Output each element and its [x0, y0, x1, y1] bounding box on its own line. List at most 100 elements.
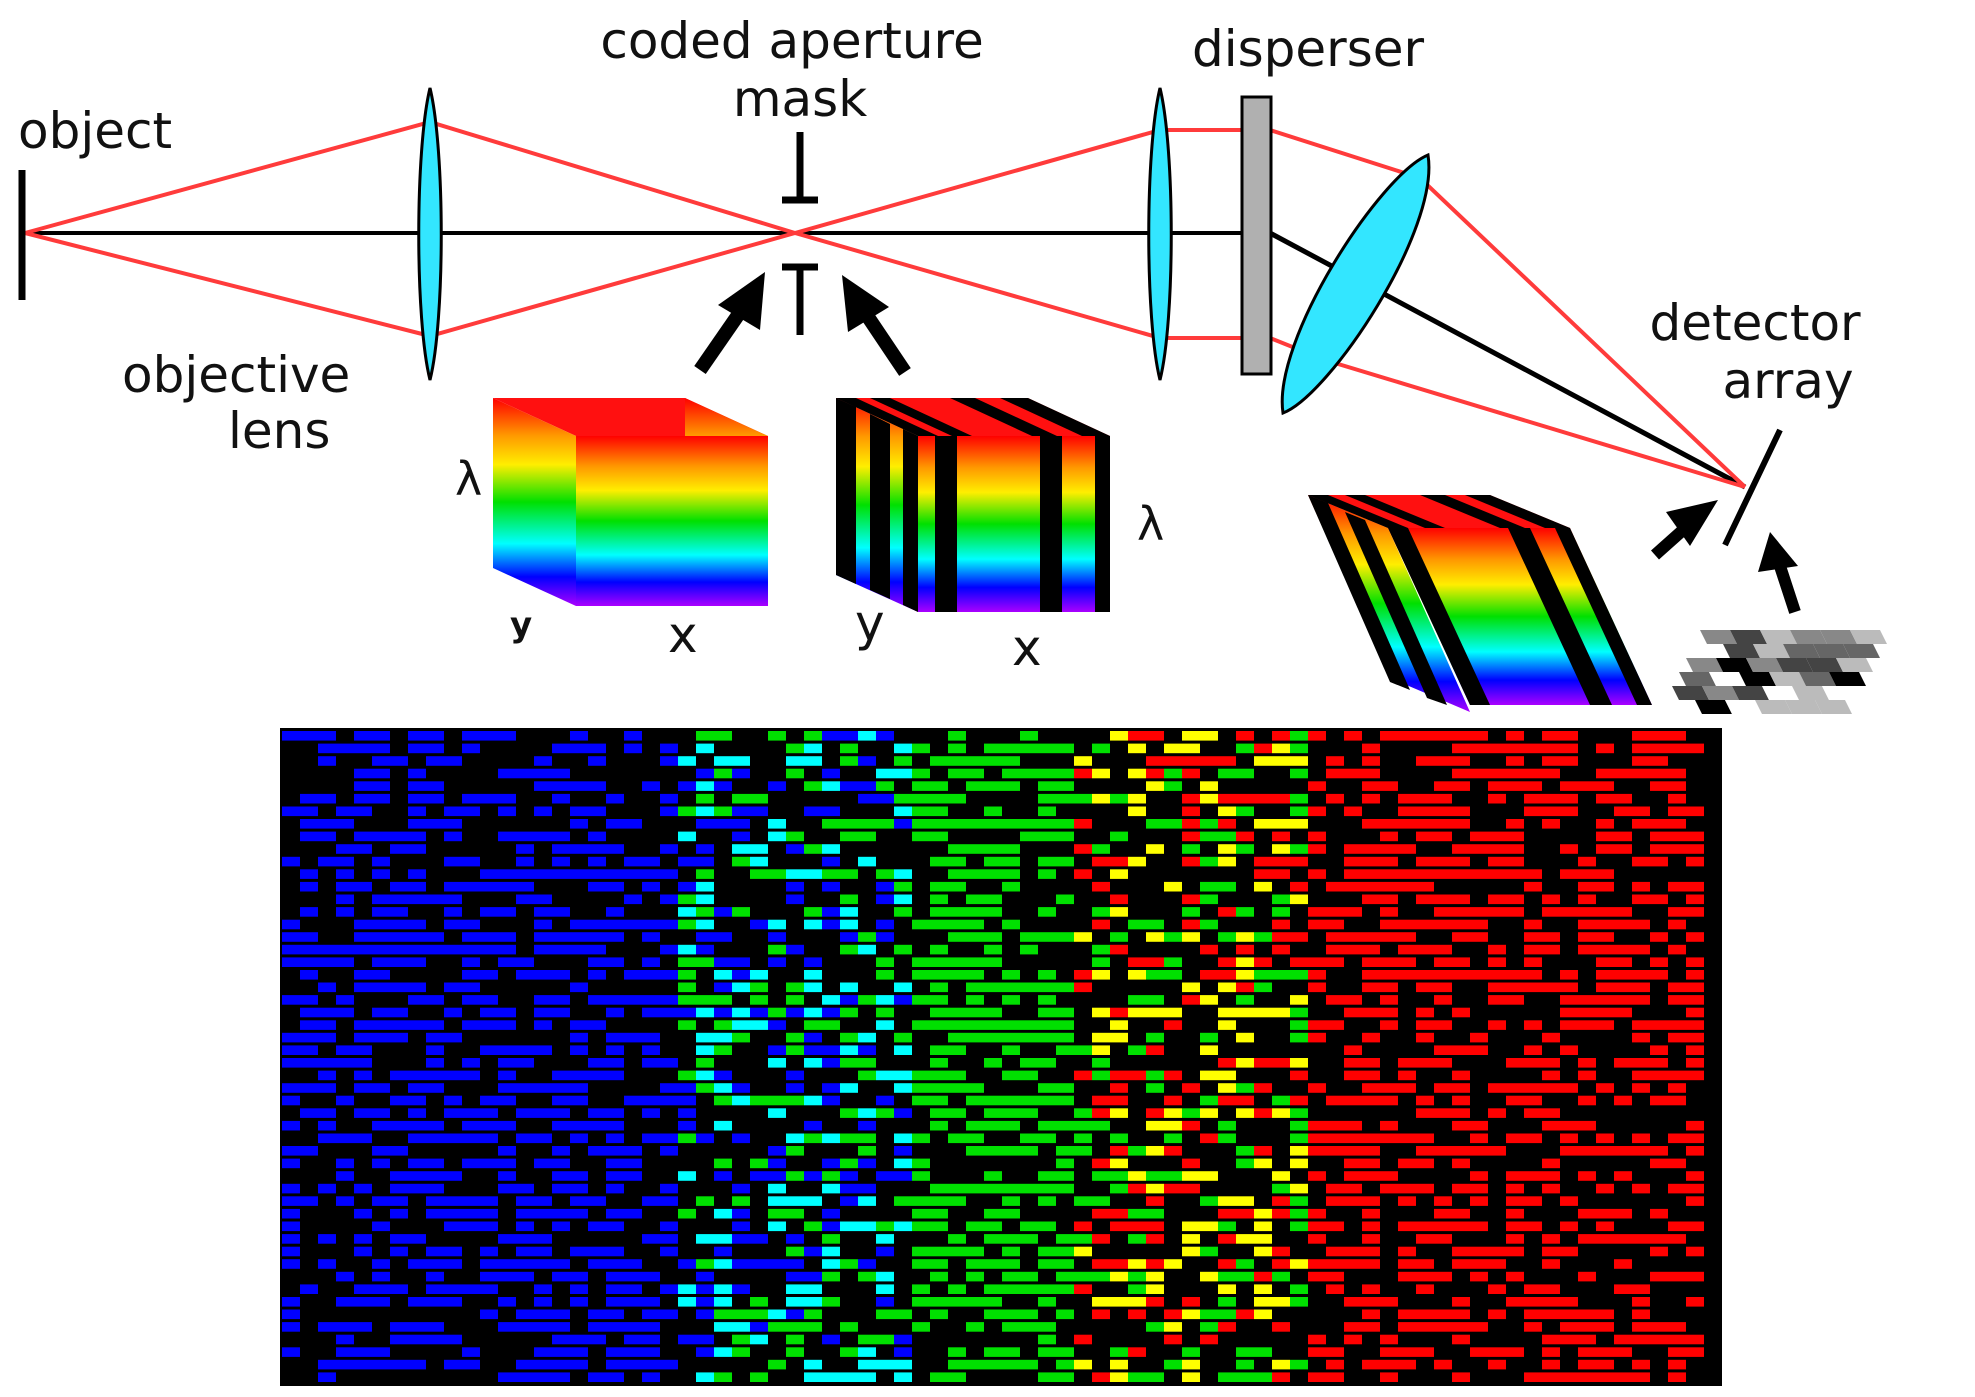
detector-pixel: [1002, 756, 1020, 766]
detector-pixel: [354, 1246, 372, 1257]
detector-pixel: [1164, 1120, 1182, 1131]
detector-pixel: [588, 1334, 606, 1345]
detector-pixel: [840, 731, 858, 741]
detector-pixel: [1380, 1133, 1398, 1144]
detector-pixel: [1578, 1359, 1596, 1370]
detector-pixel: [1380, 731, 1398, 741]
detector-pixel: [930, 982, 948, 993]
detector-pixel: [1686, 1183, 1704, 1194]
detector-pixel: [786, 844, 804, 854]
detector-pixel: [318, 831, 336, 842]
detector-pixel: [1398, 819, 1416, 829]
detector-pixel: [1614, 1284, 1632, 1294]
detector-pixel: [372, 781, 390, 791]
detector-pixel: [1290, 957, 1308, 967]
detector-pixel: [1182, 731, 1200, 741]
detector-pixel: [696, 932, 714, 942]
detector-pixel: [1524, 1058, 1542, 1068]
detector-pixel: [1452, 1221, 1470, 1232]
detector-pixel: [354, 932, 372, 942]
detector-pixel: [606, 1221, 624, 1232]
detector-pixel: [1560, 731, 1578, 741]
detector-pixel: [1398, 1133, 1416, 1144]
detector-pixel: [966, 1297, 984, 1307]
detector-pixel: [660, 1083, 678, 1093]
detector-pixel: [1362, 1007, 1380, 1018]
detector-pixel: [426, 1032, 444, 1043]
detector-pixel: [1434, 793, 1452, 804]
detector-pixel: [804, 1284, 822, 1294]
detector-pixel: [1542, 1158, 1560, 1169]
detector-pixel: [1218, 793, 1236, 804]
detector-pixel: [1488, 1284, 1506, 1294]
detector-pixel: [588, 743, 606, 754]
detector-pixel: [390, 919, 408, 930]
detector-pixel: [462, 1058, 480, 1068]
detector-pixel: [1092, 957, 1110, 967]
detector-pixel: [1146, 1221, 1164, 1232]
detector-pixel: [1578, 995, 1596, 1005]
detector-pixel: [786, 1271, 804, 1282]
detector-pixel: [1506, 970, 1524, 980]
detector-pixel: [1542, 1347, 1560, 1357]
detector-pixel: [894, 1032, 912, 1043]
detector-pixel: [1470, 1221, 1488, 1232]
detector-pixel: [1542, 1246, 1560, 1257]
detector-pixel: [1380, 1372, 1398, 1382]
detector-pixel: [1380, 982, 1398, 993]
detector-pixel: [732, 1208, 750, 1219]
detector-pixel: [552, 1083, 570, 1093]
detector-pixel: [876, 869, 894, 879]
detector-pixel: [642, 1196, 660, 1206]
detector-pixel: [714, 995, 732, 1005]
detector-pixel: [1146, 1120, 1164, 1131]
detector-pixel: [534, 1045, 552, 1055]
detector-pixel: [1218, 844, 1236, 854]
detector-pixel: [1542, 756, 1560, 766]
detector-pixel: [1308, 919, 1326, 930]
detector-pixel: [966, 1133, 984, 1144]
relay-lens-icon: [1147, 87, 1173, 381]
detector-pixel: [732, 1259, 750, 1269]
detector-pixel: [930, 1058, 948, 1068]
detector-pixel: [408, 806, 426, 817]
detector-pixel: [966, 894, 984, 905]
detector-pixel: [480, 970, 498, 980]
detector-pixel: [1380, 1183, 1398, 1194]
detector-pixel: [1578, 1234, 1596, 1244]
detector-pixel: [1002, 1359, 1020, 1370]
detector-pixel: [552, 781, 570, 791]
detector-pixel: [858, 1070, 876, 1081]
detector-pixel: [1650, 731, 1668, 741]
detector-pixel: [426, 1334, 444, 1345]
detector-pixel: [1398, 1246, 1416, 1257]
detector-pixel: [1128, 1171, 1146, 1181]
detector-pixel: [1002, 881, 1020, 892]
detector-pixel: [1344, 1196, 1362, 1206]
detector-pixel: [1038, 856, 1056, 867]
detector-pixel: [912, 1196, 930, 1206]
detector-pixel: [1290, 1146, 1308, 1156]
detector-pixel: [1200, 1334, 1218, 1345]
detector-pixel: [1200, 995, 1218, 1005]
detector-pixel: [480, 1246, 498, 1257]
detector-pixel: [1308, 1120, 1326, 1131]
detector-pixel: [966, 907, 984, 917]
detector-pixel: [1110, 1208, 1128, 1219]
detector-pixel: [876, 1221, 894, 1232]
detector-pixel: [300, 731, 318, 741]
detector-pixel: [588, 1322, 606, 1332]
detector-pixel: [696, 1070, 714, 1081]
detector-pixel: [1668, 1221, 1686, 1232]
detector-pixel: [1164, 1183, 1182, 1194]
detector-pixel: [1236, 743, 1254, 754]
detector-pixel: [462, 881, 480, 892]
detector-pixel: [516, 1246, 534, 1257]
detector-pixel: [678, 1083, 696, 1093]
detector-pixel: [444, 1095, 462, 1106]
detector-pixel: [642, 856, 660, 867]
detector-pixel: [390, 1284, 408, 1294]
detector-pixel: [1416, 1271, 1434, 1282]
detector-pixel: [282, 806, 300, 817]
detector-pixel: [732, 1334, 750, 1345]
